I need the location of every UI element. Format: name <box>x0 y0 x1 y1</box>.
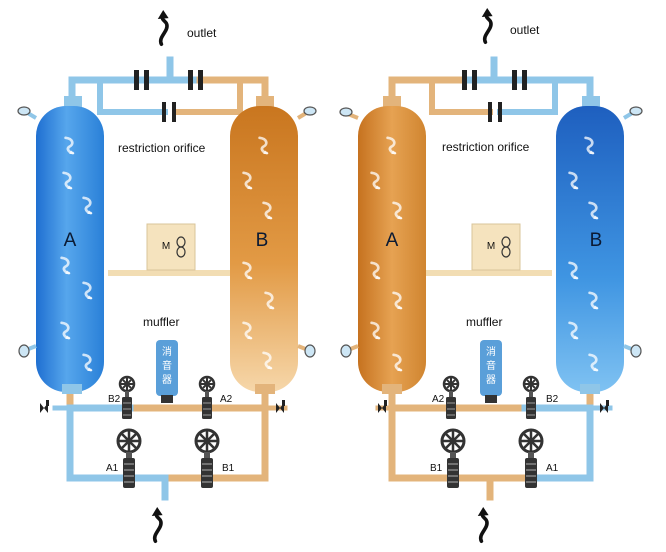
tower-b-label: B <box>590 230 603 251</box>
gauge-icon <box>296 106 317 358</box>
inlet-arrow-icon <box>150 505 165 544</box>
top-flanges <box>134 70 203 122</box>
top-flanges <box>462 70 527 122</box>
check-valve-icon <box>40 400 285 413</box>
motor-label: M <box>487 241 495 252</box>
svg-text:音: 音 <box>162 359 172 372</box>
pipe-network <box>52 56 288 501</box>
tower-a: A <box>339 96 426 394</box>
valve-b2-icon <box>118 375 136 421</box>
left-diagram: A B <box>17 8 317 544</box>
outlet-arrow-icon <box>480 6 495 45</box>
mounting-shelf <box>108 270 230 276</box>
valve-label-top-left: A2 <box>432 394 445 405</box>
valve-label-top-right: A2 <box>220 394 233 405</box>
valve-label-bottom-right: A1 <box>546 463 559 474</box>
tower-a: A <box>17 96 104 394</box>
mounting-shelf <box>426 270 552 276</box>
orifice-label: restriction orifice <box>442 140 530 154</box>
valve-label-bottom-left: A1 <box>106 463 119 474</box>
svg-text:器: 器 <box>162 374 172 386</box>
valve-label-bottom-left: B1 <box>430 463 443 474</box>
valve-a2-icon <box>198 375 216 421</box>
gauge-icon <box>339 107 359 358</box>
muffler-icon: 消 音 器 <box>480 340 502 403</box>
valve-b2-icon <box>522 375 540 421</box>
valve-a2-icon <box>442 375 460 421</box>
outlet-label: outlet <box>510 23 540 37</box>
muffler-label: muffler <box>466 315 502 329</box>
outlet-arrow-icon <box>156 8 171 47</box>
motor-box: M <box>146 223 196 271</box>
tower-a-label: A <box>386 230 399 251</box>
outlet-label: outlet <box>187 26 217 40</box>
motor-label: M <box>162 241 170 252</box>
motor-box: M <box>471 223 521 271</box>
right-diagram: A B <box>339 6 643 544</box>
valve-label-bottom-right: B1 <box>222 463 235 474</box>
tower-a-label: A <box>64 230 77 251</box>
svg-text:音: 音 <box>486 359 496 372</box>
orifice-label: restriction orifice <box>118 141 206 155</box>
check-valve-icon <box>378 400 609 413</box>
valve-label-top-left: B2 <box>108 394 121 405</box>
svg-text:器: 器 <box>486 374 496 386</box>
gauge-icon <box>17 106 38 358</box>
gauge-icon <box>622 106 643 358</box>
inlet-arrow-icon <box>476 505 491 544</box>
tower-b-label: B <box>256 230 269 251</box>
svg-text:消: 消 <box>162 345 172 358</box>
tower-b: B <box>556 96 643 394</box>
tower-b: B <box>230 96 317 394</box>
muffler-icon: 消 音 器 <box>156 340 178 403</box>
valve-label-top-right: B2 <box>546 394 559 405</box>
svg-text:消: 消 <box>486 345 496 358</box>
muffler-label: muffler <box>143 315 179 329</box>
